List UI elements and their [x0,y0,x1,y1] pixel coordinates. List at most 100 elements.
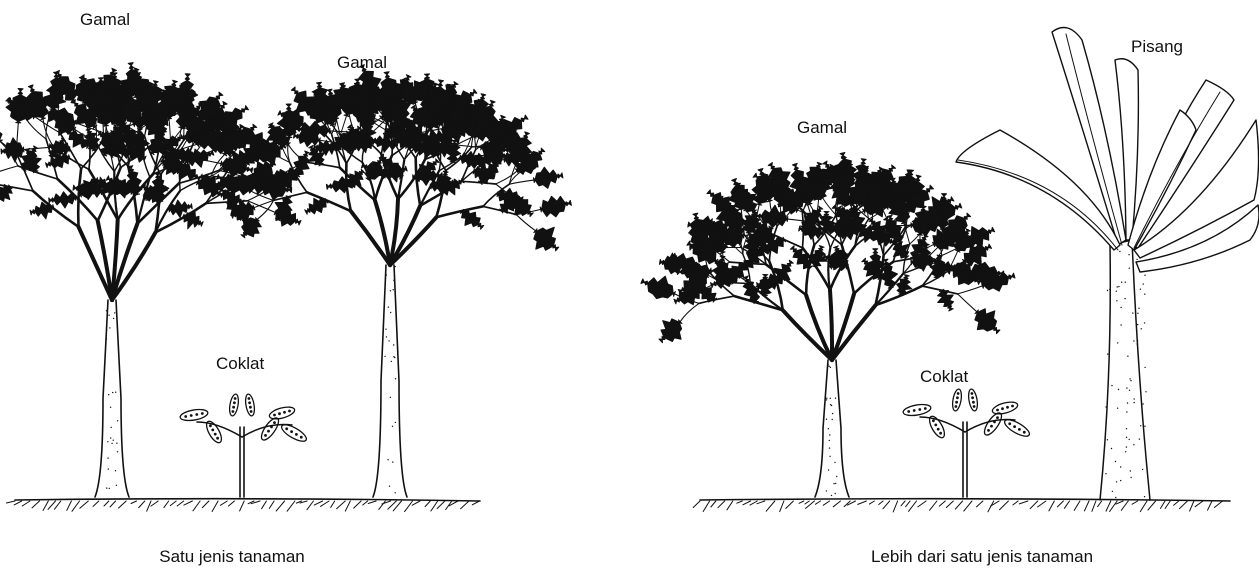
stem-stipple [1139,438,1140,439]
ground-hatch [1208,501,1213,510]
ground-hatch [918,501,926,507]
leaf-spot [973,405,976,408]
trunk-edge [373,265,386,497]
leaf-spot [1013,425,1016,428]
label-gamal-right: Gamal [797,118,847,138]
stem-stipple [1107,439,1108,440]
stem-stipple [1111,448,1112,449]
bark-dot [835,398,836,399]
stem-stipple [1137,343,1138,344]
leaf-spot [278,412,281,415]
ground-hatch [22,501,30,506]
leaf-spot [993,421,996,424]
bark-dot [107,457,108,458]
ground-hatch [1121,501,1128,510]
stem-stipple [1127,356,1128,357]
bark-dot [389,486,390,487]
leaf-spot [971,392,974,395]
bark-dot [109,488,110,489]
ground-hatch [930,501,937,510]
bark-dot [116,443,117,444]
bark-dot [393,356,394,357]
ground-hatch [1084,501,1089,511]
ground-hatch [1140,501,1147,512]
leaf-spot [1001,407,1004,410]
ground-hatch [14,501,22,505]
cocoa-leaf [951,388,963,411]
leaf-spot [190,414,193,417]
ground-hatch [693,501,700,508]
ground-hatch [711,501,716,507]
stem-stipple [1130,470,1131,471]
ground-hatch [287,501,295,511]
ground-hatch [1161,501,1166,508]
bark-dot [836,476,837,477]
cocoa-leaf [228,393,240,416]
ground-hatch [177,501,184,506]
stem-stipple [1107,353,1108,354]
leaf-spot [932,419,935,422]
ground-hatch [964,501,972,511]
trunk-edge [95,300,108,497]
ground-hatch [1019,501,1028,504]
ground-hatch [379,501,386,509]
bark-dot [834,462,835,463]
stem-stipple [1144,426,1145,427]
ground-hatch [883,501,890,509]
bark-dot [833,483,834,484]
leaf-spot [216,437,219,440]
ground-hatch [906,501,911,507]
label-coklat-right: Coklat [920,367,968,387]
ground-hatch [147,501,151,511]
branch [439,142,441,171]
stem-stipple [1130,380,1131,381]
caption-left: Satu jenis tanaman [159,547,305,567]
caption-right: Lebih dari satu jenis tanaman [871,547,1093,567]
stem-stipple [1126,387,1127,388]
cocoa-leaf [268,405,296,421]
leaf-spot [913,409,916,412]
ground-hatch [1148,501,1156,510]
stem-stipple [1137,313,1138,314]
ground-hatch [131,501,136,504]
bark-dot [115,470,116,471]
bark-dot [829,434,830,435]
stem-stipple [1144,322,1145,323]
bark-dot [106,310,107,311]
stem-stipple [1126,446,1127,447]
stem-stipple [1125,451,1126,452]
stem-stipple [1111,385,1112,386]
ground-hatch [816,501,821,504]
bark-dot [386,274,387,275]
leaf-frond [30,202,54,219]
leaf-spot [1008,422,1011,425]
branch [0,166,18,175]
ground-hatch [1092,501,1096,511]
stem-stipple [1126,411,1127,412]
stem-stipple [1129,378,1130,379]
ground-line [15,499,480,501]
branch [340,116,346,136]
leaf-spot [1023,431,1026,434]
trunk-edge [116,300,129,497]
banana-plant-right [956,28,1259,501]
ground-hatch [939,501,945,506]
leaf-spot [939,432,942,435]
leaf-spot [267,430,270,433]
ground-hatch [331,501,335,507]
bark-dot [108,315,109,316]
bark-dot [117,324,118,325]
ground-hatch [345,501,350,511]
stem-stipple [1127,402,1128,403]
ground-hatch [750,501,757,505]
bark-dot [109,327,110,328]
leaf-spot [956,396,959,399]
bark-dot [830,367,831,368]
ground-hatch [946,501,953,508]
leaf-spot [937,428,940,431]
branch [958,294,977,312]
bark-dot [392,461,393,462]
ground-hatch [193,501,200,511]
stem-stipple [1115,497,1116,498]
ground-hatch [139,501,145,508]
